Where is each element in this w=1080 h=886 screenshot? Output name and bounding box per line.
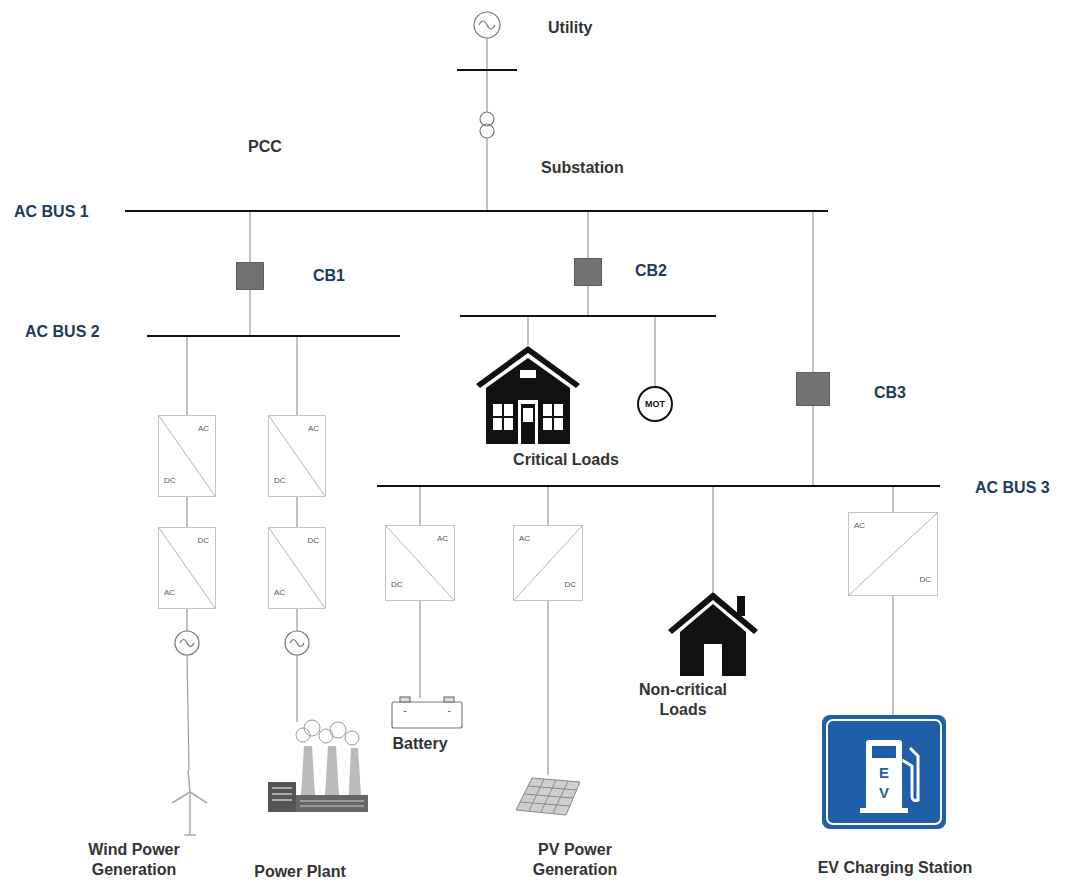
- converter-label: AC: [308, 424, 319, 434]
- converter-link: [186, 497, 187, 527]
- house-icon: [476, 346, 580, 444]
- circuit-breaker: CB3: [796, 372, 830, 406]
- breaker-label: CB2: [635, 261, 667, 281]
- converter-box: AC DC: [158, 415, 216, 497]
- breaker-label: CB1: [313, 266, 345, 286]
- component-label: -: [443, 703, 455, 717]
- ev-sign: [822, 715, 946, 829]
- converter-label: AC: [274, 588, 285, 598]
- component-label: Critical Loads: [491, 450, 641, 470]
- converter-label: AC: [437, 534, 448, 544]
- converter-label: DC: [197, 536, 209, 546]
- component-label: E: [874, 764, 894, 782]
- battery-icon: [392, 697, 462, 728]
- bus-label: AC BUS 2: [25, 322, 125, 342]
- converter-box: DC AC: [268, 527, 326, 609]
- motor-symbol: MOT: [637, 386, 673, 422]
- component-label: Wind Power Generation: [74, 840, 194, 880]
- component-label: V: [874, 784, 894, 802]
- converter-label: AC: [164, 588, 175, 598]
- converter-label: AC: [198, 424, 209, 434]
- bus-label: AC BUS 1: [14, 202, 114, 222]
- house-icon: [668, 592, 758, 676]
- motor-label: MOT: [645, 399, 665, 409]
- component-label: Utility: [548, 18, 628, 38]
- converter-label: DC: [391, 580, 403, 590]
- converter-label: DC: [164, 476, 176, 486]
- converter-label: DC: [274, 476, 286, 486]
- converter-label: AC: [854, 521, 865, 531]
- converter-box: DC AC: [158, 527, 216, 609]
- component-label: Non-critical Loads: [623, 680, 743, 720]
- converter-label: AC: [519, 534, 530, 544]
- converter-box: AC DC: [513, 525, 583, 601]
- circuit-breaker: CB1: [236, 262, 264, 290]
- converter-box: AC DC: [268, 415, 326, 497]
- component-label: PV Power Generation: [515, 840, 635, 880]
- component-label: EV Charging Station: [800, 858, 990, 878]
- converter-box: AC DC: [848, 512, 938, 596]
- bus-label: AC BUS 3: [975, 478, 1075, 498]
- component-label: PCC: [248, 137, 308, 157]
- circuit-breaker: CB2: [574, 258, 602, 286]
- converter-label: DC: [564, 580, 576, 590]
- power-plant: [268, 720, 368, 812]
- wind-turbine: [172, 770, 207, 835]
- converter-label: DC: [919, 575, 931, 585]
- breaker-label: CB3: [874, 383, 906, 403]
- component-label: Battery: [375, 734, 465, 754]
- pv-panel: [516, 778, 580, 815]
- converter-link: [296, 497, 297, 527]
- component-label: -: [399, 703, 411, 717]
- component-label: Power Plant: [235, 862, 365, 882]
- converter-box: AC DC: [385, 525, 455, 601]
- component-label: Substation: [541, 158, 651, 178]
- converter-label: DC: [307, 536, 319, 546]
